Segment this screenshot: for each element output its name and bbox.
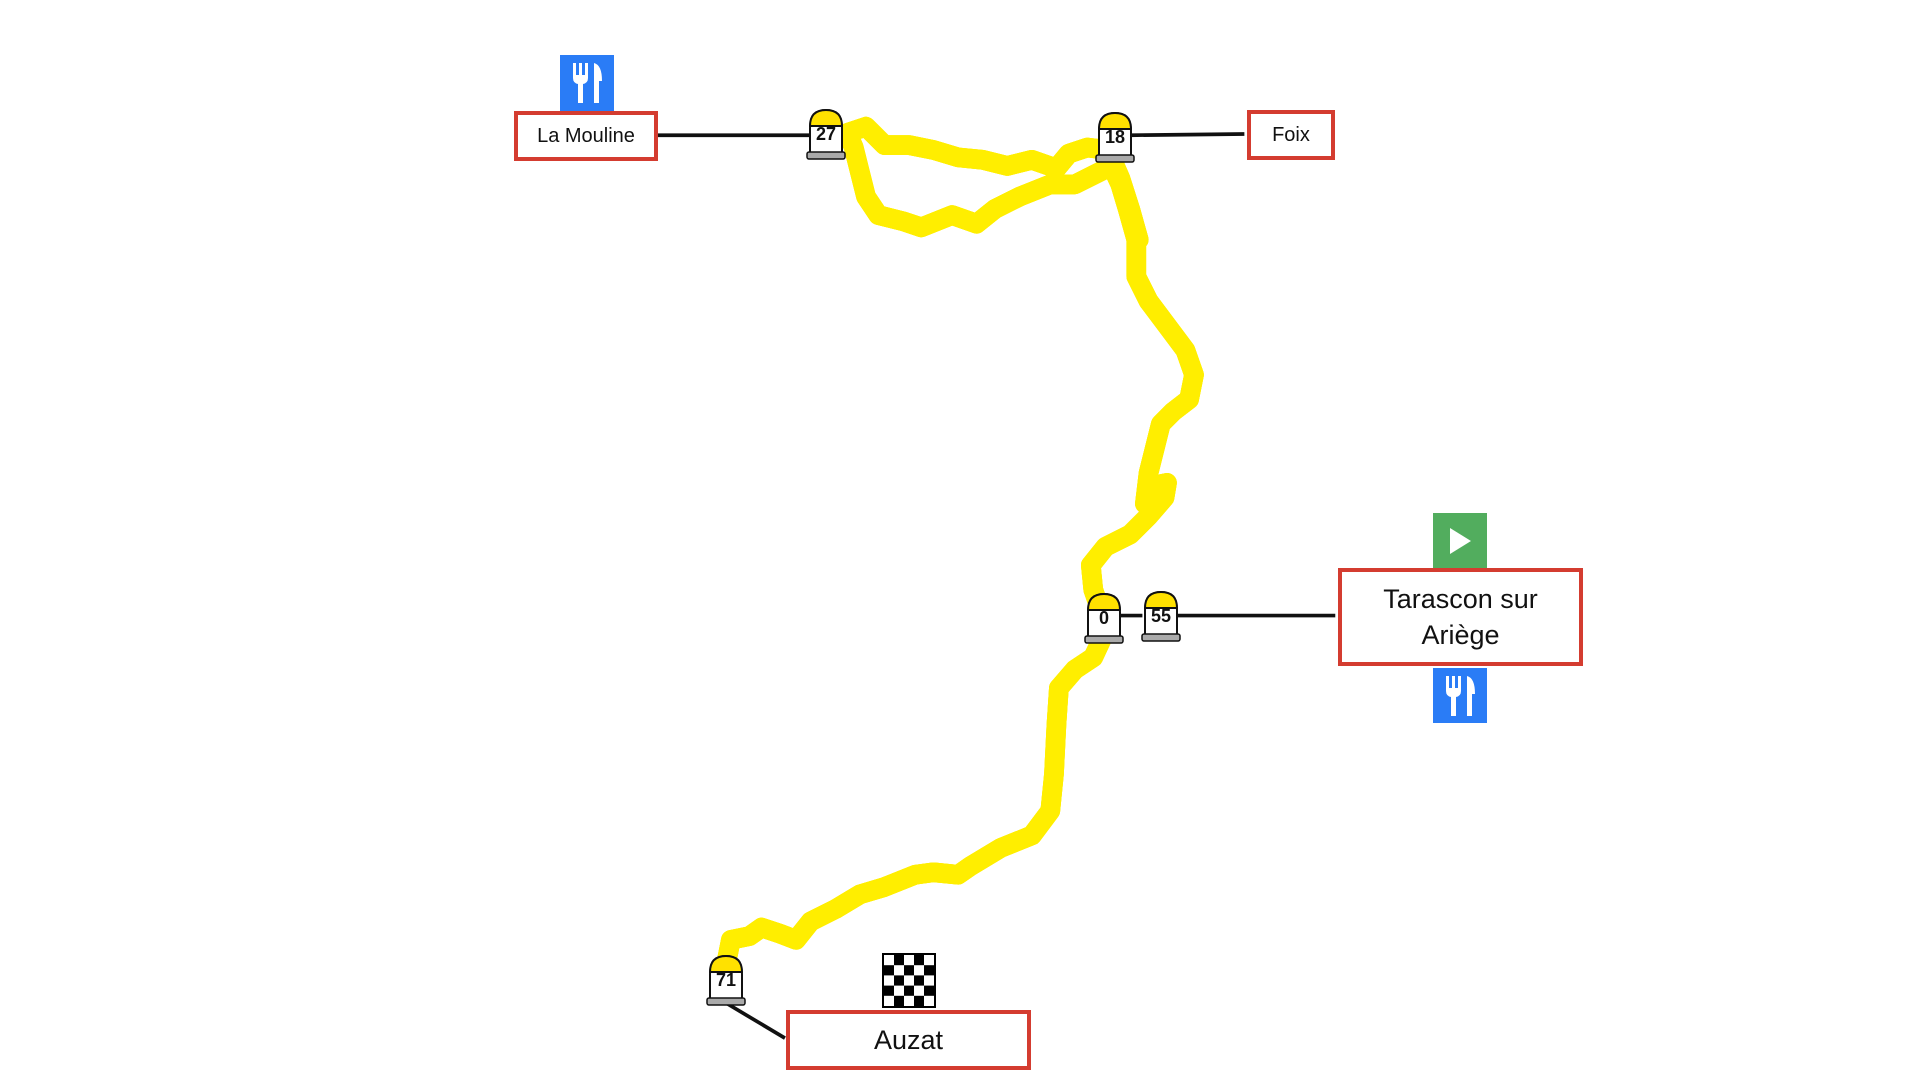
place-label: La Mouline	[537, 124, 635, 147]
milestone-marker-icon	[1095, 111, 1135, 163]
start-play-icon	[1433, 513, 1487, 568]
place-la-mouline[interactable]: La Mouline	[514, 111, 658, 161]
milestone-27[interactable]: 27	[805, 108, 847, 162]
milestone-marker-icon	[1084, 592, 1124, 644]
milestone-marker-icon	[706, 954, 746, 1006]
milestone-55[interactable]: 55	[1140, 590, 1182, 644]
milestone-71[interactable]: 71	[705, 954, 747, 1008]
milestone-marker-icon	[806, 108, 846, 160]
milestone-km: 55	[1150, 606, 1172, 626]
restaurant-icon	[560, 55, 614, 111]
restaurant-icon	[1433, 668, 1487, 723]
checkered-flag-icon	[882, 953, 936, 1008]
milestone-18[interactable]: 18	[1094, 111, 1136, 165]
place-foix[interactable]: Foix	[1247, 110, 1335, 160]
milestone-km: 0	[1098, 608, 1109, 628]
place-label: Tarascon sur Ariège	[1383, 583, 1538, 650]
milestone-marker-icon	[1141, 590, 1181, 642]
milestone-km: 18	[1104, 127, 1126, 147]
connector-lines	[657, 132, 1336, 1040]
milestone-0[interactable]: 0	[1083, 592, 1125, 646]
milestone-km: 27	[815, 124, 837, 144]
place-tarascon-sur-ariege[interactable]: Tarascon sur Ariège	[1338, 568, 1583, 666]
place-auzat[interactable]: Auzat	[786, 1010, 1031, 1070]
milestone-km: 71	[715, 970, 737, 990]
route	[717, 116, 1204, 959]
place-label: Auzat	[873, 1024, 944, 1055]
place-label: Foix	[1272, 123, 1310, 146]
